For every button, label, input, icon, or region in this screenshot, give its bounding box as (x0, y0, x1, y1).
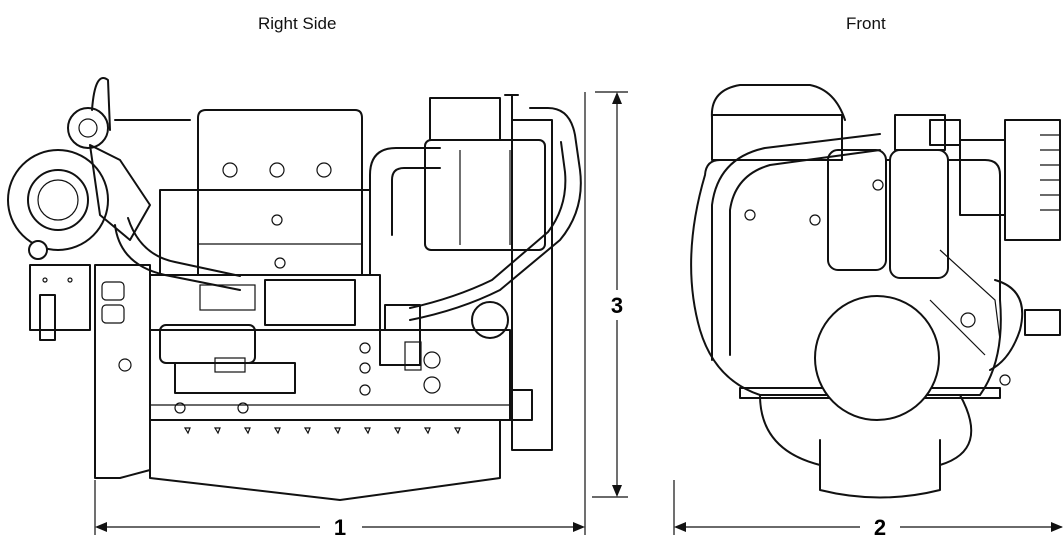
turbocharger-housing (7, 149, 109, 251)
flywheel-housing (94, 264, 151, 479)
front-top-housing (711, 114, 843, 161)
expansion-tank (429, 97, 501, 141)
heat-exchanger (424, 139, 546, 251)
front-oil-pan (819, 439, 941, 499)
turbo-inlet (27, 169, 89, 231)
mount-bracket (29, 264, 91, 331)
turbo-elbow (89, 144, 151, 241)
alternator-fins (1040, 134, 1060, 211)
engine-right-side-view (7, 77, 582, 501)
dimension-label-width: 2 (874, 515, 886, 539)
engine-front-view (690, 84, 1061, 499)
charge-air-pipe (114, 224, 241, 291)
wire-harness-loop (710, 84, 846, 121)
starter-housing (174, 362, 296, 394)
front-coolant-hose (989, 279, 1024, 371)
raw-water-pump (471, 301, 509, 339)
pan-bolts (183, 427, 461, 435)
engine-block (149, 329, 511, 421)
oil-filter (889, 149, 949, 279)
right-side-view-title: Right Side (258, 14, 337, 33)
coolant-return-pipe (409, 107, 582, 321)
dimension-label-length: 1 (334, 515, 346, 539)
cylinder-head (159, 189, 371, 276)
valve-cover (197, 109, 363, 276)
crankshaft-pulley (814, 295, 940, 421)
fuel-pump (264, 279, 356, 326)
oil-pan (149, 419, 501, 501)
fuel-filter (827, 149, 887, 271)
front-charge-pipe (729, 149, 881, 356)
exhaust-elbow-pipe (369, 147, 441, 226)
intake-manifold (149, 274, 381, 331)
dimension-label-height: 3 (611, 293, 623, 318)
turbo-compressor-outlet (67, 107, 109, 149)
front-cover (511, 119, 553, 451)
front-view-title: Front (846, 14, 886, 33)
